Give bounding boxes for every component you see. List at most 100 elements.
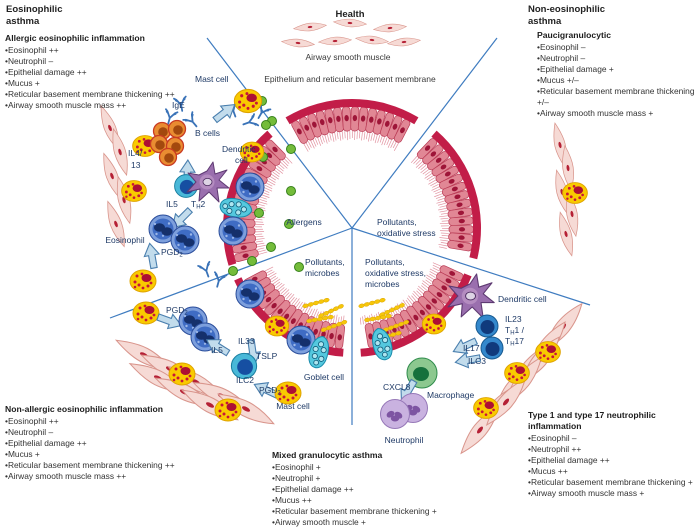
neutrophil-label: Neutrophil (385, 435, 424, 445)
panel-non-allergic: Non-allergic eosinophilic inflammation E… (5, 404, 235, 482)
mast-cell (168, 362, 196, 386)
b-cell (158, 147, 178, 167)
health-title: Health (335, 9, 364, 20)
panel-paucigranulocytic: Paucigranulocytic Eosinophil –Neutrophil… (537, 30, 699, 119)
bullet-item: Neutrophil – (5, 427, 235, 438)
panel-bullets: Eosinophil –Neutrophil –Epithelial damag… (537, 42, 699, 119)
trigger-pollutants-ox-1: Pollutants, (377, 217, 417, 227)
bullet-item: Neutrophil + (272, 473, 492, 484)
trigger-pollutants-oxmic-1: Pollutants, (365, 257, 405, 267)
mast-cell (129, 269, 157, 293)
panel-title: Allergic eosinophilic inflammation (5, 33, 145, 43)
ilc2-label: ILC2 (236, 375, 254, 385)
tslp-label: TSLP (256, 351, 278, 361)
il17-label: IL17 (463, 343, 480, 353)
bullet-item: Reticular basement membrane thickening +… (5, 460, 235, 471)
header-line: Eosinophilic (6, 4, 63, 15)
bullet-item: Airway smooth muscle mass ++ (5, 471, 235, 482)
bullet-item: Eosinophil ++ (5, 45, 235, 56)
epithelium-label: Epithelium and reticular basement membra… (264, 74, 436, 84)
dendritic-label-1: Dendritic (222, 144, 256, 154)
bullet-item: Reticular basement membrane thickening + (272, 506, 492, 517)
trigger-pollutants-ox-2: oxidative stress (377, 228, 436, 238)
bullet-item: Reticular basement membrane thickening + (528, 477, 700, 488)
non-eosinophilic-asthma-header: Non-eosinophilic asthma (528, 4, 605, 28)
panel-bullets: Eosinophil ++Neutrophil –Epithelial dama… (5, 416, 235, 482)
smooth-muscle-upper-left (95, 103, 158, 249)
eosinophil-label: Eosinophil (105, 235, 144, 245)
bullet-item: Mucus ++ (272, 495, 492, 506)
panel-title: Type 1 and type 17 neutrophilic inflamma… (528, 410, 656, 431)
b-cell (167, 119, 187, 139)
il5-label-2: IL5 (211, 345, 223, 355)
il33-label: IL33 (238, 336, 255, 346)
panel-type1-17: Type 1 and type 17 neutrophilic inflamma… (528, 410, 700, 499)
bullet-item: Epithelial damage + (537, 64, 699, 75)
mast-cell (233, 88, 263, 114)
eosinophil-cell (218, 216, 248, 246)
il4-13-label-2: 13 (131, 160, 141, 170)
ige-antibody-icon (197, 260, 215, 280)
divider-upper-right (351, 37, 498, 229)
bullet-item: Neutrophil – (537, 53, 699, 64)
il5-label: IL5 (166, 199, 178, 209)
eosinophil-cell (235, 172, 265, 202)
mast-cell (132, 301, 160, 325)
il23-label: IL23 (505, 314, 522, 324)
panel-title: Paucigranulocytic (537, 30, 612, 40)
mast-cell (264, 315, 290, 337)
pgd2-label-1: PGD2 (161, 247, 183, 259)
header-line: Non-eosinophilic (528, 4, 606, 15)
mast-cell (535, 341, 561, 363)
mast-cell (421, 313, 447, 335)
bullet-item: Epithelial damage ++ (528, 455, 700, 466)
bullet-item: Epithelial damage ++ (5, 438, 235, 449)
header-line: asthma (528, 16, 562, 27)
bullet-item: Mucus + (5, 449, 235, 460)
divider-right (351, 227, 591, 306)
bullet-item: Mucus ++ (528, 466, 700, 477)
bullet-item: Eosinophil + (272, 462, 492, 473)
bullet-item: Mucus + (5, 78, 235, 89)
smooth-muscle-label: Airway smooth muscle (305, 52, 390, 62)
bullet-item: Airway smooth muscle mass + (537, 108, 699, 119)
bullet-item: Airway smooth muscle mass ++ (5, 100, 235, 111)
th1-label: TH1 / (505, 325, 525, 337)
ilc3-label: ILC3 (468, 356, 486, 366)
bullet-item: Eosinophil ++ (5, 416, 235, 427)
epithelium-ring-segment (285, 98, 419, 152)
cxcl8-label: CXCL8 (383, 382, 411, 392)
panel-title: Non-allergic eosinophilic inflammation (5, 404, 164, 414)
panel-title: Mixed granulocytic asthma (272, 450, 383, 460)
panel-bullets: Eosinophil ++Neutrophil –Epithelial dama… (5, 45, 235, 111)
smooth-muscle-health (280, 17, 422, 49)
dendritic-label-2: cell (235, 155, 248, 165)
trigger-pollutants-mic-1: Pollutants, (305, 257, 345, 267)
bullet-item: Eosinophil – (528, 433, 700, 444)
bullet-item: Airway smooth muscle + (272, 517, 492, 528)
trigger-pollutants-oxmic-2: oxidative stress, (365, 268, 426, 278)
bullet-item: Epithelial damage ++ (5, 67, 235, 78)
bullet-item: Neutrophil ++ (528, 444, 700, 455)
eosinophil-cell (235, 279, 265, 309)
mast-cell (121, 180, 147, 202)
panel-mixed: Mixed granulocytic asthma Eosinophil +Ne… (272, 450, 492, 528)
eosinophilic-asthma-header: Eosinophilic asthma (6, 4, 62, 28)
b-cells-label: B cells (195, 128, 220, 138)
mast-cell (504, 362, 530, 384)
th2-label: TH2 (191, 199, 206, 211)
goblet-cell-label: Goblet cell (304, 372, 344, 382)
pgd2-label-3: PGD2 (259, 385, 281, 397)
macrophage-label: Macrophage (427, 390, 475, 400)
pgd2-arrow (141, 241, 162, 270)
smooth-muscle-upper-right (549, 121, 588, 258)
trigger-allergens: Allergens (286, 217, 321, 227)
pgd2-label-2: PGD2 (166, 305, 188, 317)
bullet-item: Eosinophil – (537, 42, 699, 53)
ige-antibody-icon (210, 271, 228, 290)
bullet-item: Reticular basement membrane thickening +… (5, 89, 235, 100)
bullet-item: Reticular basement membrane thickening +… (537, 86, 699, 108)
neutrophil-cell (380, 399, 410, 429)
